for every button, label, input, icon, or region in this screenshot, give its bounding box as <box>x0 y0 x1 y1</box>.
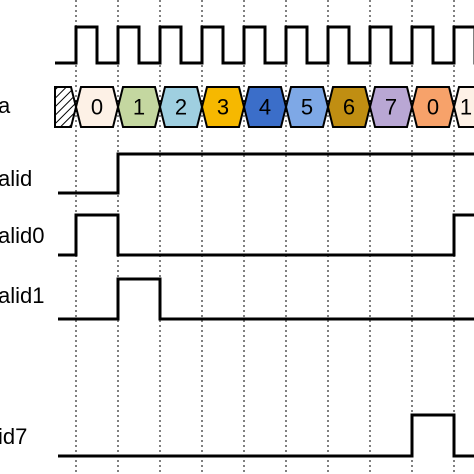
signal-waveform <box>58 277 474 321</box>
signal-waveform <box>58 213 474 257</box>
signal-labels: a alid alid0 alid1 id7 <box>0 93 44 449</box>
signal-label: alid0 <box>0 223 44 248</box>
bus-cell-label: 4 <box>259 95 271 120</box>
signal-waveform <box>58 413 474 458</box>
grid-lines <box>75 0 455 474</box>
bus-cell-label: 3 <box>217 95 229 120</box>
bus-cell-label: 5 <box>301 95 313 120</box>
bus-cell-label: 0 <box>91 95 103 120</box>
bus-cell-label: 1 <box>133 95 145 120</box>
bus-cell-label: 6 <box>343 95 355 120</box>
signal-label: a <box>0 93 11 118</box>
signal-waveform <box>58 152 474 195</box>
bus-cell-label: 7 <box>385 95 397 120</box>
bus-cell-label: 2 <box>175 95 187 120</box>
bus-cell-label: 0 <box>427 95 439 120</box>
bus-cell-label: 1 <box>460 95 472 120</box>
signal-label: alid <box>0 166 32 191</box>
signal-label: alid1 <box>0 283 44 308</box>
signal-label: id7 <box>0 424 27 449</box>
bus-cell <box>452 86 474 128</box>
clock-waveform <box>55 25 474 65</box>
waveforms <box>55 25 474 458</box>
bus-cell-undefined <box>54 86 78 128</box>
